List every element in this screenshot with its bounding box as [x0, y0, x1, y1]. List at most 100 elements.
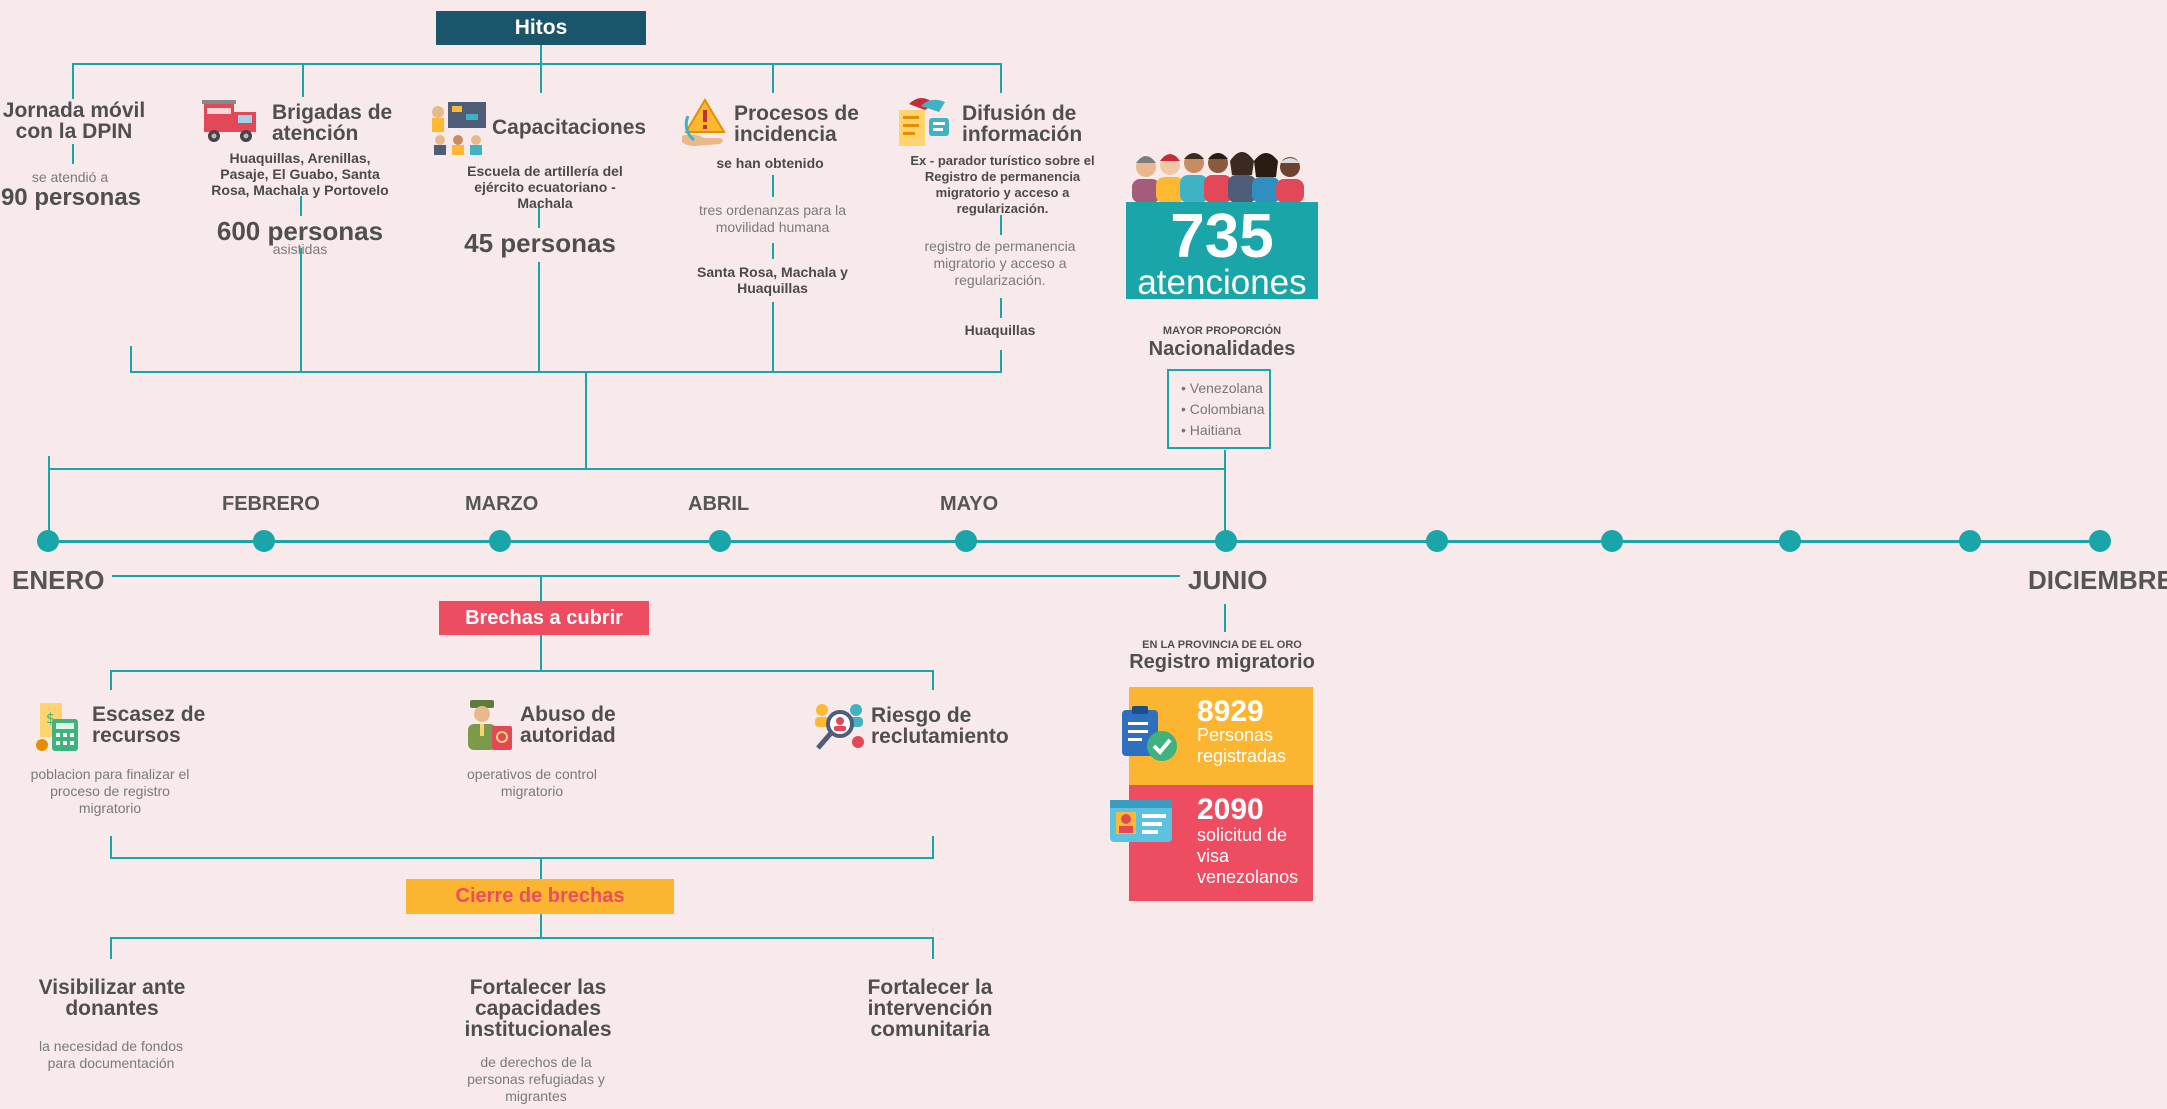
nacionalidad-item: • Colombiana	[1181, 401, 1265, 417]
registro-title: Registro migratorio	[1129, 651, 1315, 673]
hitos-branch	[540, 63, 542, 93]
registro-kicker: EN LA PROVINCIA DE EL ORO	[1142, 639, 1302, 651]
megaphone-doc-icon	[895, 94, 953, 150]
difusion-title: Difusión de información	[962, 102, 1083, 146]
month-marzo: MARZO	[465, 493, 539, 515]
fortalecer2-title: Fortalecer la intervención comunitaria	[867, 976, 993, 1041]
connector	[772, 175, 774, 197]
cierre-top-bar	[110, 937, 934, 939]
brechas-bottom-branch	[110, 836, 112, 858]
brechas-bottom-branch	[932, 836, 934, 858]
brechas-branch	[110, 670, 112, 690]
hitos-bottom-branch	[130, 346, 132, 372]
cierre-stem2	[540, 914, 542, 938]
hitos-bottom-bar	[130, 371, 1002, 373]
month-abril: ABRIL	[688, 493, 750, 515]
atenciones-kicker: MAYOR PROPORCIÓN	[1162, 325, 1282, 337]
cierre-branch	[932, 937, 934, 959]
cierre-banner: Cierre de brechas	[406, 879, 674, 914]
connector	[772, 243, 774, 259]
brigadas-sub: asistidas	[272, 241, 328, 257]
people-group-icon	[1128, 145, 1312, 203]
timeline-dot	[955, 530, 977, 552]
registro-stat1-value: 8929	[1197, 695, 1264, 728]
jornada-value: 90 personas	[0, 184, 142, 211]
timeline-dot	[1426, 530, 1448, 552]
registro-stat2-value: 2090	[1197, 793, 1264, 826]
id-card-icon	[1108, 796, 1174, 846]
difusion-place: Huaquillas	[964, 322, 1036, 338]
visibilizar-title: Visibilizar ante donantes	[38, 976, 186, 1020]
atenciones-number: 735	[1170, 202, 1274, 271]
brechas-top-bar	[110, 670, 934, 672]
warning-hand-icon	[680, 96, 730, 150]
cierre-stem	[540, 857, 542, 879]
abuso-title: Abuso de autoridad	[520, 703, 616, 747]
escasez-title: Escasez de recursos	[92, 703, 206, 747]
visibilizar-detail: la necesidad de fondos para documentació…	[39, 1038, 183, 1071]
capacitaciones-value: 45 personas	[464, 228, 616, 258]
capacitaciones-place: Escuela de artillería del ejército ecuat…	[467, 163, 623, 211]
timeline-lower-bar	[112, 575, 1180, 577]
atenciones-title: Nacionalidades	[1148, 338, 1296, 360]
atenciones-label: atenciones	[1137, 263, 1307, 302]
nacionalidades-list: • Venezolana • Colombiana • Haitiana	[1167, 369, 1271, 449]
registro-stat2-label: solicitud de visa venezolanos	[1197, 825, 1299, 887]
month-diciembre: DICIEMBRE	[2028, 565, 2167, 595]
hitos-branch	[302, 63, 304, 97]
escasez-detail: poblacion para finalizar el proceso de r…	[30, 766, 190, 816]
brigadas-title: Brigadas de atención	[272, 101, 393, 145]
hitos-stem	[540, 33, 542, 64]
month-enero: ENERO	[12, 565, 105, 595]
procesos-sub: se han obtenido	[716, 155, 824, 171]
procesos-title: Procesos de incidencia	[734, 102, 859, 146]
procesos-places: Santa Rosa, Machala y Huaquillas	[697, 264, 848, 296]
timeline-axis	[48, 540, 2100, 543]
clipboard-check-icon	[1118, 704, 1184, 766]
registro-stem	[1224, 604, 1226, 632]
fire-truck-icon	[202, 98, 262, 144]
brigadas-value: 600 personas	[216, 216, 384, 246]
nacionalidad-item: • Haitiana	[1181, 422, 1242, 438]
abuso-detail: operativos de control migratorio	[467, 766, 597, 799]
brigadas-places: Huaquillas, Arenillas, Pasaje, El Guabo,…	[211, 150, 389, 198]
difusion-detail2: registro de permanencia migratorio y acc…	[924, 238, 1076, 288]
hitos-banner: Hitos	[436, 11, 646, 45]
timeline-upper-branch	[1224, 450, 1226, 540]
search-person-icon	[812, 700, 866, 752]
timeline-upper-branch	[48, 456, 50, 540]
brechas-stem2	[540, 635, 542, 671]
timeline-upper-bar	[48, 468, 1226, 470]
connector	[300, 196, 302, 216]
timeline-dot	[1959, 530, 1981, 552]
connector	[1000, 215, 1002, 235]
hitos-top-bar	[72, 63, 1002, 65]
timeline-dot	[1779, 530, 1801, 552]
capacitaciones-title: Capacitaciones	[492, 116, 647, 139]
svg-text:$: $	[46, 711, 55, 727]
timeline-dot	[489, 530, 511, 552]
hitos-bottom-branch	[772, 302, 774, 372]
connector	[72, 144, 74, 164]
hitos-bottom-branch	[1000, 350, 1002, 372]
timeline-dot	[253, 530, 275, 552]
brechas-bottom-bar	[110, 857, 934, 859]
jornada-title: Jornada móvil con la DPIN	[2, 99, 146, 143]
fortalecer1-detail: de derechos de la personas refugiadas y …	[467, 1054, 605, 1104]
hitos-bottom-branch	[300, 248, 302, 372]
month-febrero: FEBRERO	[222, 493, 320, 515]
hitos-to-timeline	[585, 372, 587, 469]
procesos-detail: tres ordenanzas para la movilidad humana	[698, 202, 847, 235]
connector	[538, 204, 540, 228]
timeline-dot	[2089, 530, 2111, 552]
hitos-branch	[772, 63, 774, 93]
hitos-bottom-branch	[538, 262, 540, 372]
brechas-banner: Brechas a cubrir	[439, 601, 649, 635]
timeline-dot	[1601, 530, 1623, 552]
connector	[1000, 298, 1002, 318]
hitos-branch	[1000, 63, 1002, 93]
atenciones-box: 735 atenciones	[1126, 202, 1318, 302]
registro-stat1-label: Personas registradas	[1197, 725, 1287, 766]
riesgo-title: Riesgo de reclutamiento	[871, 704, 1009, 748]
cierre-branch	[110, 937, 112, 959]
